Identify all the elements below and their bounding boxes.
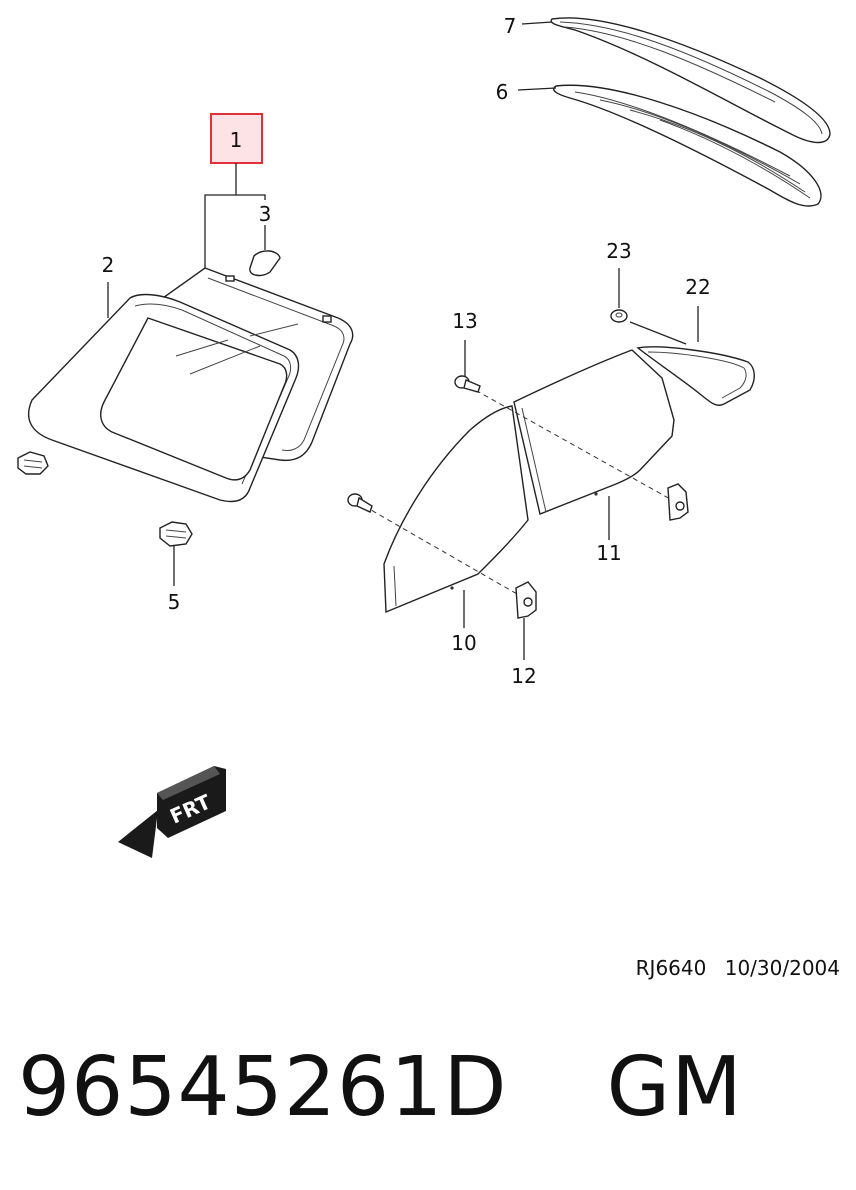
callout-22[interactable]: 22 xyxy=(685,275,710,299)
callout-7[interactable]: 7 xyxy=(504,14,517,38)
callout-13[interactable]: 13 xyxy=(452,309,477,333)
drawing-reference: RJ6640 10/30/2004 xyxy=(636,956,840,980)
front-arrow-icon: FRT xyxy=(118,766,226,858)
callout-11[interactable]: 11 xyxy=(596,541,621,565)
callout-6[interactable]: 6 xyxy=(496,80,509,104)
part-7-strip xyxy=(550,17,831,144)
part-11-rear-door-glass xyxy=(513,349,675,515)
callout-10[interactable]: 10 xyxy=(451,631,476,655)
reference-code: RJ6640 xyxy=(635,956,707,980)
part-12-bracket xyxy=(515,581,537,619)
part-5-clip xyxy=(159,521,193,547)
part-13-bolt xyxy=(454,375,481,393)
part-10-front-door-glass xyxy=(383,405,529,614)
clip-left xyxy=(17,451,49,475)
assembly-line-lower xyxy=(363,505,525,599)
callout-3[interactable]: 3 xyxy=(259,202,272,226)
assembly-line-upper xyxy=(467,385,673,501)
callout-12[interactable]: 12 xyxy=(511,664,536,688)
parts-diagram: FRT 1 2 3 5 6 7 10 11 12 13 22 23 xyxy=(17,14,831,858)
part-3-clip xyxy=(249,250,281,277)
leader-7 xyxy=(521,21,553,25)
bracket-upper xyxy=(667,483,689,521)
part-6-glass xyxy=(552,84,822,207)
part-2-windshield-seal xyxy=(27,293,300,503)
bolt-front xyxy=(347,493,373,513)
brand-label: GM xyxy=(606,1040,743,1135)
part-number-line: 96545261D GM xyxy=(18,1040,743,1135)
callout-5[interactable]: 5 xyxy=(168,590,181,614)
callout-2[interactable]: 2 xyxy=(102,253,115,277)
callout-23[interactable]: 23 xyxy=(606,239,631,263)
leader-6 xyxy=(517,87,557,91)
callout-1[interactable]: 1 xyxy=(230,128,243,152)
reference-date: 10/30/2004 xyxy=(724,956,840,980)
part-22-quarter-glass xyxy=(636,346,755,406)
part-23-nut xyxy=(610,309,628,323)
bracket-1 xyxy=(204,163,237,268)
part-number: 96545261D xyxy=(18,1040,508,1135)
